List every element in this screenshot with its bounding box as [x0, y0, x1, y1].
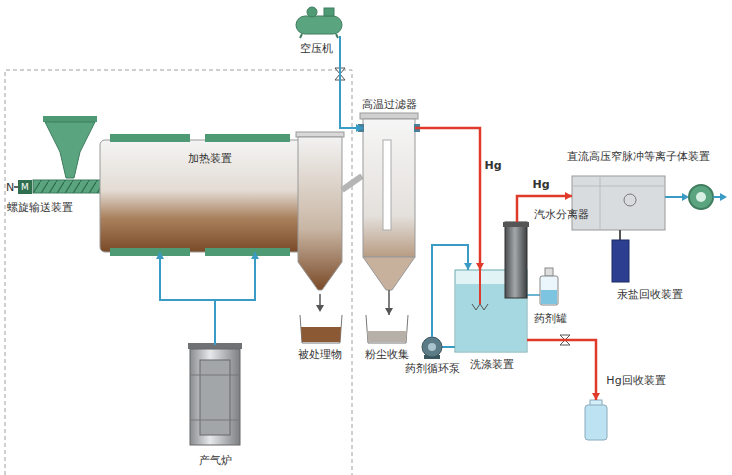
gas-furnace — [188, 343, 242, 445]
reagent-tank-box: 药剂罐 — [540, 268, 558, 305]
flow-connector — [432, 245, 472, 337]
dust-bin-box: 粉尘收集 — [366, 315, 408, 343]
discharge-cyclone — [296, 132, 344, 312]
separator-box: 汽水分离器 — [505, 222, 527, 298]
salt-recovery-box: 汞盐回收装置 — [612, 240, 629, 282]
high-temp-filter — [358, 113, 420, 290]
node-label: 螺旋输送装置 — [7, 201, 73, 214]
node-label: 产气炉 — [199, 454, 232, 467]
pipe-line — [215, 252, 255, 300]
phase-label: N — [6, 181, 14, 194]
feed-hopper — [43, 116, 97, 178]
gas-furnace-box: 产气炉 — [190, 345, 240, 445]
node-label: 药剂循环泵 — [405, 362, 460, 375]
arrow-head — [464, 263, 472, 270]
rotary-kiln — [100, 134, 305, 256]
reagent-bottle — [540, 268, 558, 305]
pipe-line — [527, 340, 596, 400]
node-label: 空压机 — [300, 42, 333, 55]
arrow-head — [251, 252, 259, 259]
node-label: 高温过滤器 — [362, 98, 417, 111]
arrow-head — [592, 393, 600, 400]
kiln-box: 加热装置 — [100, 140, 305, 252]
flow-connector — [527, 340, 600, 400]
pipe-line — [160, 252, 215, 345]
node-label: 汞盐回收装置 — [617, 288, 683, 301]
node-label: 汽水分离器 — [534, 208, 589, 221]
node-label: 直流高压窄脉冲等离子体装置 — [567, 150, 710, 163]
product-bin-box: 被处理物 — [300, 315, 342, 343]
flow-connector — [385, 290, 393, 315]
pipe-line — [340, 36, 363, 128]
flow-connector — [415, 128, 484, 270]
edge-label: Hg — [483, 159, 502, 172]
scrubber-box: 洗涤装置 — [455, 270, 527, 352]
node-label: 加热装置 — [188, 152, 232, 165]
separator-vessel — [503, 222, 529, 298]
plasma-box: 直流高压窄脉冲等离子体装置 — [572, 176, 665, 230]
node-label: M — [21, 182, 29, 192]
node-label: 粉尘收集 — [365, 348, 409, 361]
arrow-head — [356, 124, 363, 132]
dashed-boundary — [5, 70, 352, 475]
dust-bin — [366, 315, 408, 343]
mercury-recovery-box: Hg回收装置 — [585, 400, 607, 440]
arrow-head — [156, 252, 164, 259]
pump-box: 药剂循环泵 — [422, 337, 442, 357]
pipe-line — [415, 128, 480, 270]
circulation-pump — [422, 337, 442, 359]
arrow-head — [565, 192, 572, 200]
flow-connector — [156, 252, 259, 345]
edge-label: Hg — [531, 178, 550, 191]
node-label: 药剂罐 — [534, 312, 567, 325]
conveyor-box: 螺旋输送装置 — [33, 180, 145, 193]
motor-box: M — [18, 180, 32, 194]
product-bin — [300, 315, 342, 343]
node-label: 洗涤装置 — [470, 358, 514, 371]
mercury-salt-unit — [612, 240, 629, 282]
node-label: 被处理物 — [298, 348, 342, 361]
flow-connector — [340, 36, 363, 132]
pipe-line — [432, 245, 468, 337]
air-compressor — [296, 7, 342, 38]
mercury-bottle — [585, 400, 607, 440]
air-compressor-box: 空压机 — [293, 12, 345, 36]
filter-box: 高温过滤器 — [363, 115, 415, 290]
arrow-head — [385, 308, 393, 315]
exhaust-fan — [665, 185, 727, 209]
transfer-pipe — [342, 176, 362, 190]
node-label: Hg回收装置 — [606, 374, 665, 387]
arrow-head — [476, 263, 484, 270]
